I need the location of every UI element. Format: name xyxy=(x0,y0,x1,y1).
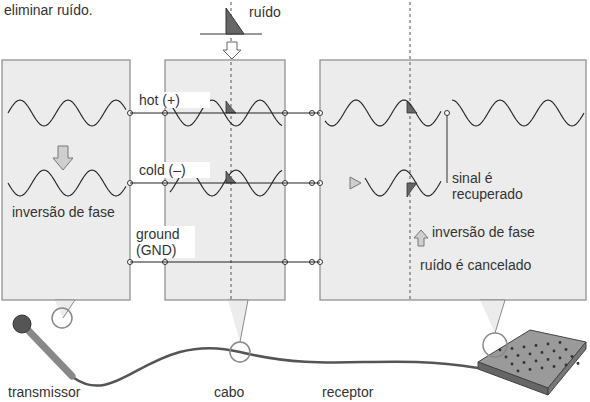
callout-pointer xyxy=(228,300,248,342)
wire-label: ground (GND) xyxy=(135,226,195,258)
node-text: inversão de fase xyxy=(432,224,552,240)
callout-circle xyxy=(230,342,250,362)
transmitter-box: inversão de fase xyxy=(2,60,130,300)
noise-pulse xyxy=(226,8,244,34)
note-label: eliminar ruído. xyxy=(4,2,134,18)
noise-spike xyxy=(226,101,236,113)
receiver-box: sinal é recuperado inversão de fase ruído … xyxy=(320,60,586,300)
signal-wave xyxy=(325,100,441,126)
note-label: ruído xyxy=(249,4,309,20)
callout-circle xyxy=(52,308,72,328)
transmitter-box xyxy=(2,60,130,300)
guide-line xyxy=(410,2,411,300)
wire-label: hot (+) xyxy=(138,92,210,108)
microphone-drawing xyxy=(13,315,72,376)
node-text: sinal é recuperado xyxy=(452,170,544,202)
noise-spike xyxy=(407,183,417,197)
arrow-down xyxy=(53,146,73,170)
signal-wire xyxy=(130,112,320,113)
noise-spike xyxy=(226,171,236,183)
part-name: receptor xyxy=(322,384,412,400)
terminals xyxy=(128,111,323,265)
node-text: ruído é cancelado xyxy=(420,257,580,273)
signal-wire xyxy=(130,261,320,262)
signal-wave xyxy=(452,100,584,126)
signal-wave xyxy=(8,170,126,196)
cable-drawing xyxy=(74,348,478,386)
wire-label: cold (–) xyxy=(138,162,210,178)
inverter-symbol xyxy=(350,177,361,189)
sum-line xyxy=(447,113,448,183)
signal-wave xyxy=(8,100,126,126)
part-name: cabo xyxy=(214,384,274,400)
signal-wave xyxy=(365,170,441,196)
terminal xyxy=(445,111,450,116)
mixer-drawing xyxy=(478,330,586,395)
arrow-down xyxy=(223,42,241,59)
callout-pointer xyxy=(480,300,505,333)
receiver-box xyxy=(320,60,586,300)
arrow-up xyxy=(414,230,428,246)
noise-spike xyxy=(407,101,417,113)
part-name: transmissor xyxy=(8,384,108,400)
signal-wire xyxy=(130,182,320,183)
callout-circle xyxy=(483,333,507,357)
node-text: inversão de fase xyxy=(12,204,122,220)
